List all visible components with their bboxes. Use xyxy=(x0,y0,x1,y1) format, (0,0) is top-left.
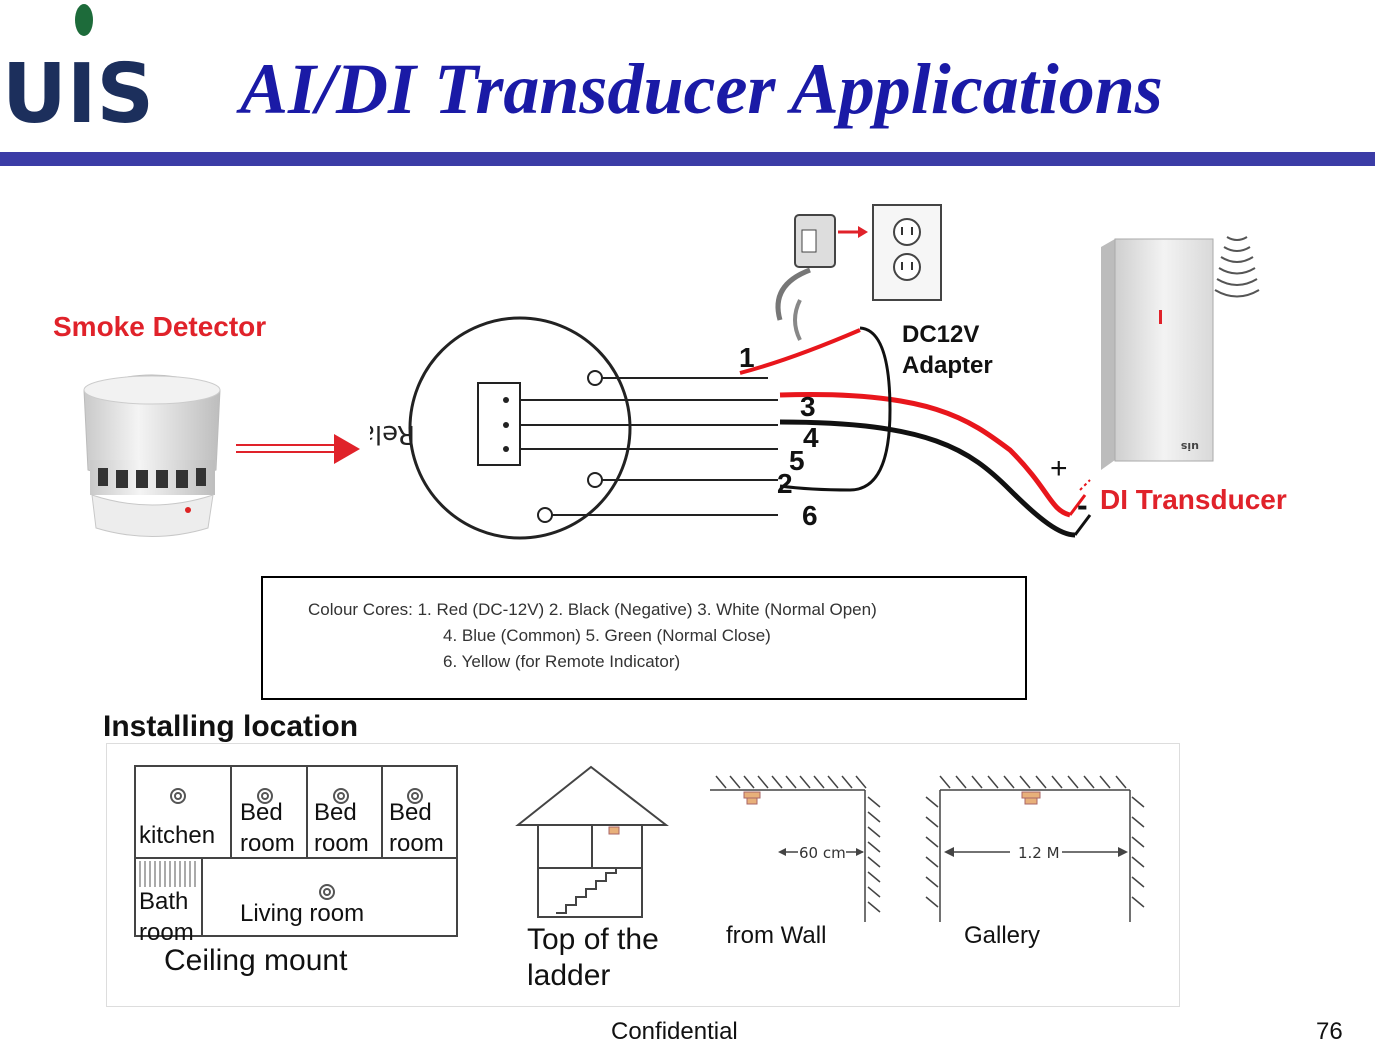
ladder-detector-icon xyxy=(608,826,620,835)
wire-number-3: 3 xyxy=(800,391,816,422)
room-bed-1-line1: Bed xyxy=(240,799,283,826)
room-bed-2: Bed room xyxy=(314,797,369,859)
legend-line-2: 4. Blue (Common) 5. Green (Normal Close) xyxy=(443,626,771,645)
wireless-signal-icon xyxy=(1214,236,1260,298)
room-bath: Bath room xyxy=(139,886,194,948)
page-number: 76 xyxy=(1316,1018,1343,1045)
relay-circle xyxy=(408,316,632,540)
wall-distance-label: 60 cm xyxy=(799,844,846,862)
ladder-label-line2: ladder xyxy=(527,959,611,992)
detector-markers xyxy=(170,788,423,900)
room-bath-line1: Bath xyxy=(139,888,189,915)
di-transducer-image: uis xyxy=(1101,236,1260,470)
minus-sign: - xyxy=(1077,487,1088,523)
adapter-label-line1: DC12V xyxy=(902,321,980,348)
relay-terminal-block xyxy=(477,382,521,466)
page-title: AI/DI Transducer Applications xyxy=(240,49,1163,129)
plus-sign: + xyxy=(1050,452,1068,485)
wire-number-5: 5 xyxy=(789,445,805,476)
smoke-detector-image xyxy=(83,374,221,537)
from-wall-label: from Wall xyxy=(726,922,827,949)
room-living: Living room xyxy=(240,900,365,927)
wiring-diagram: Relay xyxy=(370,267,1092,540)
logo-dot xyxy=(75,4,93,36)
room-bed-1: Bed room xyxy=(240,797,295,859)
room-bed-2-line2: room xyxy=(314,830,369,858)
smoke-detector-label: Smoke Detector xyxy=(53,311,267,342)
ladder-label: Top of the ladder xyxy=(527,922,659,994)
adapter-label: DC12V Adapter xyxy=(902,319,993,381)
room-bed-3-line1: Bed xyxy=(389,799,432,826)
colour-cores-legend: Colour Cores: 1. Red (DC-12V) 2. Black (… xyxy=(261,576,1027,700)
wire-number-4: 4 xyxy=(803,422,819,453)
room-bed-3-line2: room xyxy=(389,830,444,858)
power-adapter-image xyxy=(794,204,942,301)
installing-location-title: Installing location xyxy=(103,710,359,743)
adapter-label-line2: Adapter xyxy=(902,352,993,380)
room-kitchen: kitchen xyxy=(139,822,216,849)
footer-confidential: Confidential xyxy=(611,1018,738,1045)
ladder-label-line1: Top of the xyxy=(527,923,659,956)
legend-line-1: Colour Cores: 1. Red (DC-12V) 2. Black (… xyxy=(308,600,877,619)
floor-plan xyxy=(134,765,458,937)
relay-label: Relay xyxy=(370,419,415,449)
title-rule xyxy=(0,152,1375,166)
room-bed-1-line2: room xyxy=(240,830,295,858)
wire-number-6: 6 xyxy=(802,500,818,531)
di-transducer-label: DI Transducer xyxy=(1100,484,1287,515)
logo-text: UIS xyxy=(2,47,154,130)
wire-number-1: 1 xyxy=(739,342,755,373)
room-bath-line2: room xyxy=(139,919,194,947)
room-bed-3: Bed room xyxy=(389,797,444,859)
wall-distance-diagram: 60 cm xyxy=(710,775,881,922)
gallery-label: Gallery xyxy=(964,922,1041,949)
arrow-right-icon xyxy=(236,434,360,464)
ladder-house-diagram xyxy=(515,765,669,918)
device-brand: uis xyxy=(1180,440,1199,453)
gallery-diagram: 1.2 M xyxy=(925,775,1145,922)
room-bed-2-line1: Bed xyxy=(314,799,357,826)
uis-logo: UIS xyxy=(2,4,154,130)
legend-line-3: 6. Yellow (for Remote Indicator) xyxy=(443,652,681,671)
gallery-distance-label: 1.2 M xyxy=(1018,844,1060,862)
ceiling-mount-label: Ceiling mount xyxy=(164,944,348,977)
wire-number-2: 2 xyxy=(777,468,793,499)
